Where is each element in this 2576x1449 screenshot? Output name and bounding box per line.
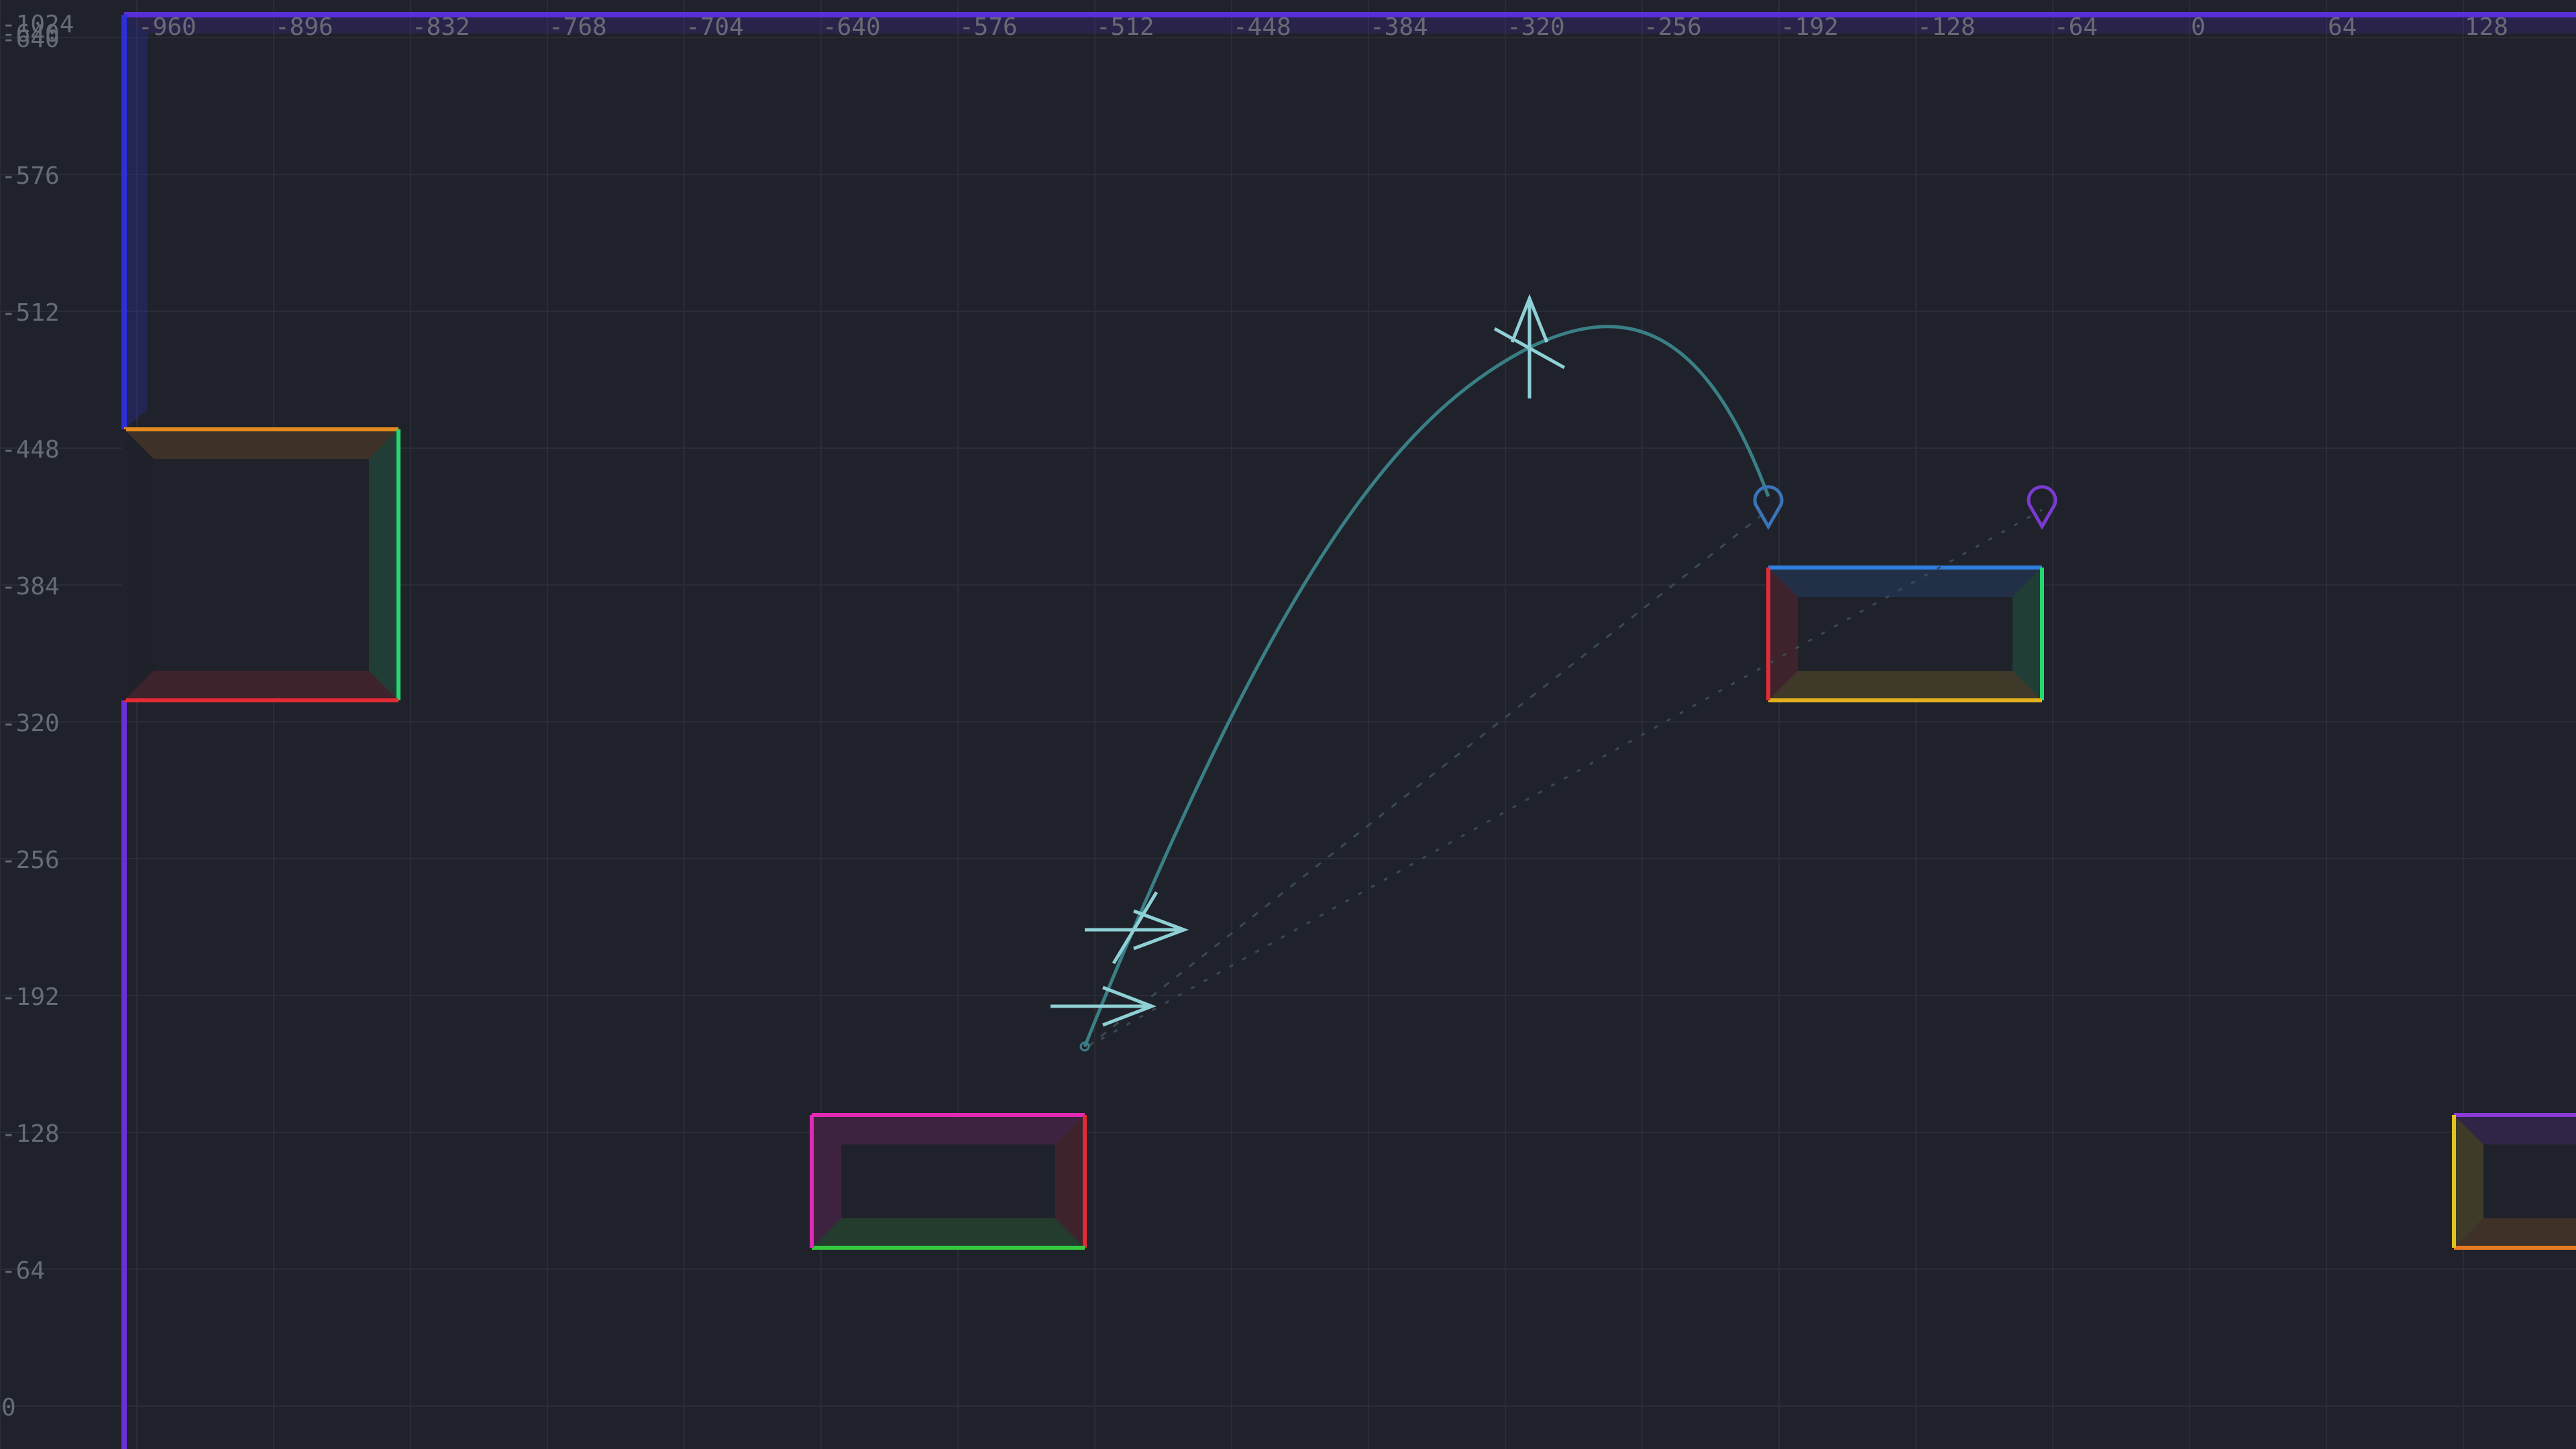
- target-marker-icon[interactable]: [2027, 485, 2057, 531]
- ruler-y-tick-label: -192: [1, 983, 60, 1011]
- vertical-ruler: -640-576-512-448-384-320-256-192-128-640: [1, 25, 60, 1421]
- tile-bevel-top: [124, 429, 398, 459]
- tile-body: [124, 429, 398, 700]
- tile-bevel-bottom: [1768, 671, 2042, 700]
- ruler-y-tick-label: -128: [1, 1120, 60, 1148]
- ruler-x-tick-label: 0: [2191, 13, 2206, 41]
- ruler-x-tick-label: -320: [1507, 13, 1565, 41]
- ruler-x-tick-label: -384: [1370, 13, 1428, 41]
- ruler-corner-label: -1024: [1, 11, 74, 38]
- velocity-arrow-icon[interactable]: [1051, 985, 1157, 1027]
- wall-left-tile[interactable]: [122, 427, 400, 702]
- boundary-left-bevel: [124, 15, 148, 429]
- ruler-x-tick-label: -704: [686, 13, 744, 41]
- ruler-x-tick-label: -640: [822, 13, 881, 41]
- ruler-x-tick-label: -64: [2054, 13, 2098, 41]
- ruler-x-tick-label: -256: [1644, 13, 1702, 41]
- tile-bevel-top: [1768, 568, 2042, 597]
- ruler-x-tick-label: -128: [1917, 13, 1976, 41]
- ruler-y-tick-label: -576: [1, 162, 60, 190]
- apex-arrow-icon[interactable]: [1493, 294, 1566, 398]
- ruler-corner: -1024 -640: [1, 11, 74, 48]
- tile-bevel-right: [2012, 568, 2042, 700]
- tile-body: [2454, 1115, 2576, 1248]
- ruler-y-tick-label: -320: [1, 710, 60, 737]
- trajectory-curve[interactable]: [1083, 325, 1770, 1047]
- ruler-y-tick-label: -512: [1, 299, 60, 327]
- end-marker-icon[interactable]: [1753, 485, 1784, 531]
- ruler-x-tick-label: -448: [1233, 13, 1291, 41]
- ruler-x-tick-label: -192: [1780, 13, 1839, 41]
- ruler-x-tick-label: -960: [138, 13, 197, 41]
- tile-bevel-bottom: [812, 1218, 1085, 1248]
- ruler-y-tick-label: -448: [1, 436, 60, 464]
- tile-bevel-left: [812, 1115, 841, 1248]
- tile-bevel-right: [1055, 1115, 1085, 1248]
- ruler-x-tick-label: -576: [959, 13, 1018, 41]
- ruler-x-tick-label: -768: [549, 13, 607, 41]
- tile-body: [1768, 568, 2042, 700]
- ruler-y-tick-label: 0: [1, 1394, 16, 1421]
- tile-layer: [122, 427, 2576, 1250]
- floor-tile-magenta[interactable]: [810, 1113, 1087, 1250]
- trajectory-start-point[interactable]: [1079, 1041, 1090, 1052]
- ruler-y-tick-label: -256: [1, 847, 60, 874]
- floating-tile-right[interactable]: [1766, 566, 2044, 702]
- boundary-top-bevel: [124, 15, 2576, 34]
- jump-trajectory[interactable]: [1051, 294, 2057, 1052]
- ruler-x-tick-label: -512: [1096, 13, 1155, 41]
- tile-bevel-left: [2454, 1115, 2483, 1248]
- ruler-x-tick-label: 64: [2328, 13, 2357, 41]
- horizontal-ruler: -960-896-832-768-704-640-576-512-448-384…: [138, 13, 2508, 41]
- floor-tile-edge[interactable]: [2452, 1113, 2576, 1250]
- ruler-x-tick-label: -832: [412, 13, 470, 41]
- ruler-corner-label: -640: [1, 20, 60, 48]
- tile-bevel-right: [369, 429, 398, 700]
- tile-bevel-top: [2454, 1115, 2576, 1144]
- ruler-y-tick-label: -640: [1, 25, 60, 53]
- ruler-x-tick-label: -896: [275, 13, 333, 41]
- trajectory-guide-line: [1087, 508, 1769, 1048]
- ruler-y-tick-label: -384: [1, 573, 60, 600]
- ruler-x-tick-label: 128: [2465, 13, 2508, 41]
- velocity-arrow-icon[interactable]: [1085, 891, 1189, 965]
- tile-body: [812, 1115, 1085, 1248]
- trajectory-guide-line: [1087, 508, 2043, 1048]
- tile-bevel-top: [812, 1115, 1085, 1144]
- level-boundary: [121, 12, 2576, 1449]
- ruler-y-tick-label: -64: [1, 1257, 45, 1285]
- tile-bevel-bottom: [124, 671, 398, 700]
- tile-bevel-left: [124, 429, 154, 700]
- tile-bevel-bottom: [2454, 1218, 2576, 1248]
- tile-bevel-left: [1768, 568, 1798, 700]
